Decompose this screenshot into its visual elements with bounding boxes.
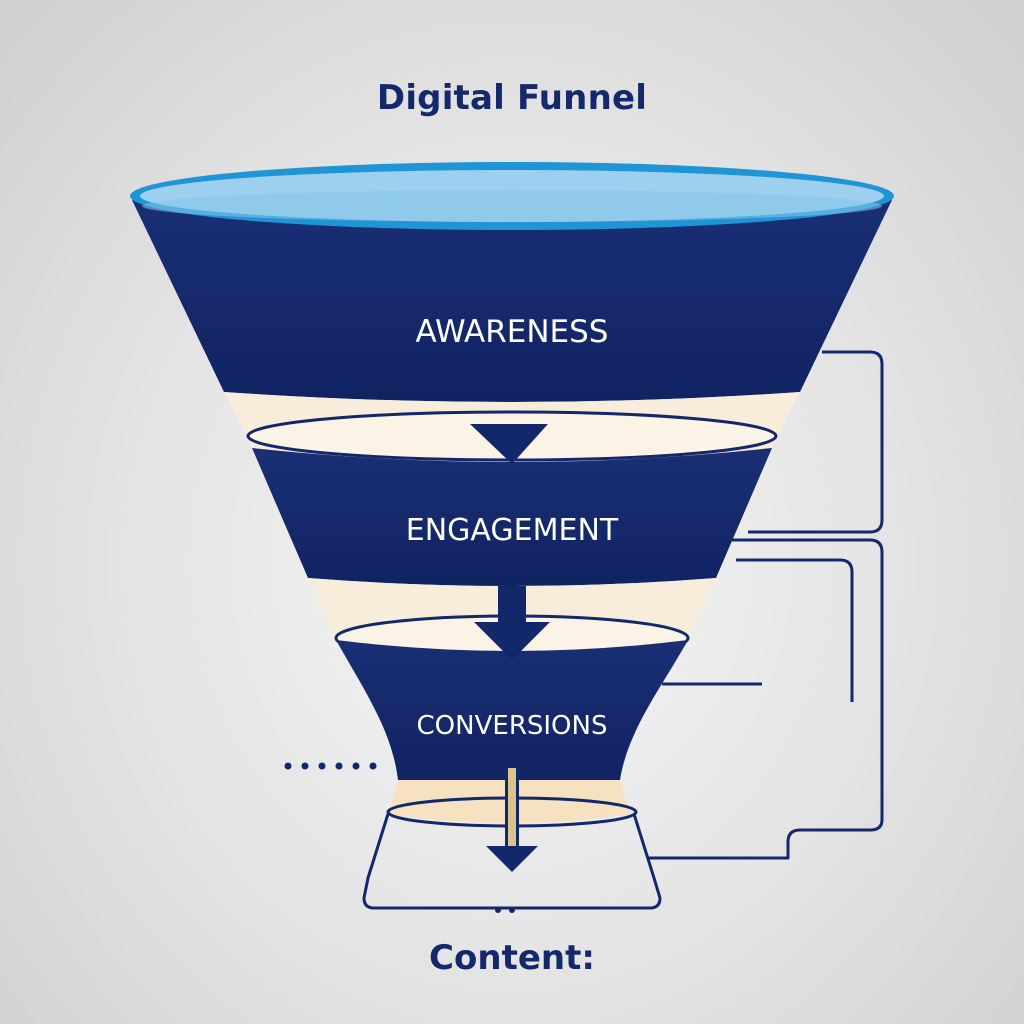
dotted-connector-bottom [495,907,515,913]
gap-awareness-engagement [224,392,800,462]
arrow-engagement-to-conversions [474,586,550,660]
connector-middle [648,538,884,860]
stage-label-awareness: AWARENESS [416,314,609,350]
diagram-title: Digital Funnel [376,78,648,118]
connector-top [748,350,884,534]
funnel-rim [130,162,894,230]
conversions-band [336,640,688,780]
stage-label-conversions: CONVERSIONS [417,711,608,741]
engagement-band [252,448,772,586]
content-label: Content: [429,938,595,978]
dotted-line-left [284,762,377,770]
stage-label-engagement: ENGAGEMENT [406,513,619,548]
awareness-band [132,200,892,402]
arrow-awareness-to-engagement [470,424,548,464]
connector-lines [648,350,884,860]
connector-inner [736,558,854,702]
arrow-conversions-to-content [486,766,538,872]
